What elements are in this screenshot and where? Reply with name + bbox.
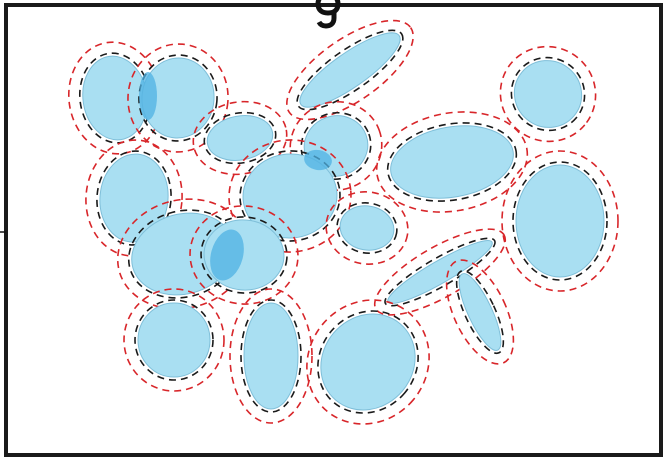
outer-boundary-red <box>373 228 507 316</box>
particle <box>123 288 225 392</box>
overlap-region <box>304 149 332 171</box>
inner-boundary-black <box>455 269 505 355</box>
outer-boundary-red <box>85 139 183 257</box>
particle <box>286 19 414 121</box>
inner-boundary-black <box>317 310 419 414</box>
inner-boundary-black <box>96 150 172 246</box>
inner-boundary-black <box>203 111 277 165</box>
particle <box>375 111 529 213</box>
particle-body <box>339 205 395 251</box>
cropped-title-glyph <box>315 0 341 29</box>
particle-body <box>299 32 401 108</box>
particle-body <box>390 125 514 199</box>
outer-boundary-red <box>306 299 430 425</box>
outer-boundary-red <box>375 111 529 213</box>
inner-boundary-black <box>386 122 518 202</box>
overlap-region <box>210 229 244 281</box>
outer-boundary-red <box>501 150 619 292</box>
outer-boundary-red <box>286 19 414 121</box>
outer-boundary-red <box>192 100 288 176</box>
particle <box>85 139 183 257</box>
particle-body <box>320 313 416 411</box>
inner-boundary-black <box>512 161 608 281</box>
outer-boundary-red <box>445 259 515 365</box>
outer-boundary-red <box>123 288 225 392</box>
outer-boundary-red <box>189 205 299 305</box>
particle-body <box>243 302 299 410</box>
particle <box>306 299 430 425</box>
inner-boundary-black <box>240 299 302 413</box>
inner-boundary-black <box>134 299 214 381</box>
inner-boundary-black <box>200 216 288 294</box>
particle <box>229 288 313 424</box>
particle-body <box>515 164 605 278</box>
inner-boundary-black <box>510 56 586 132</box>
outer-boundary-red <box>289 100 383 192</box>
outer-boundary-red <box>228 139 352 253</box>
overlap-region <box>139 72 157 120</box>
outer-boundary-red <box>229 288 313 424</box>
particle <box>127 43 229 153</box>
inner-boundary-black <box>296 29 404 111</box>
particle-body <box>99 153 169 243</box>
particle <box>499 45 597 143</box>
particle-body <box>137 302 211 378</box>
inner-boundary-black <box>336 202 398 254</box>
inner-boundary-black <box>239 150 341 242</box>
outer-boundary-red <box>127 43 229 153</box>
particle-body <box>458 273 502 351</box>
particle-body <box>513 60 583 128</box>
particle <box>228 139 352 253</box>
particle-group <box>67 19 619 425</box>
inner-boundary-black <box>138 54 218 142</box>
particle <box>501 150 619 292</box>
particle <box>325 191 409 265</box>
particle <box>445 259 515 365</box>
particle-body <box>206 115 274 161</box>
figure-frame <box>4 3 663 457</box>
outer-boundary-red <box>325 191 409 265</box>
